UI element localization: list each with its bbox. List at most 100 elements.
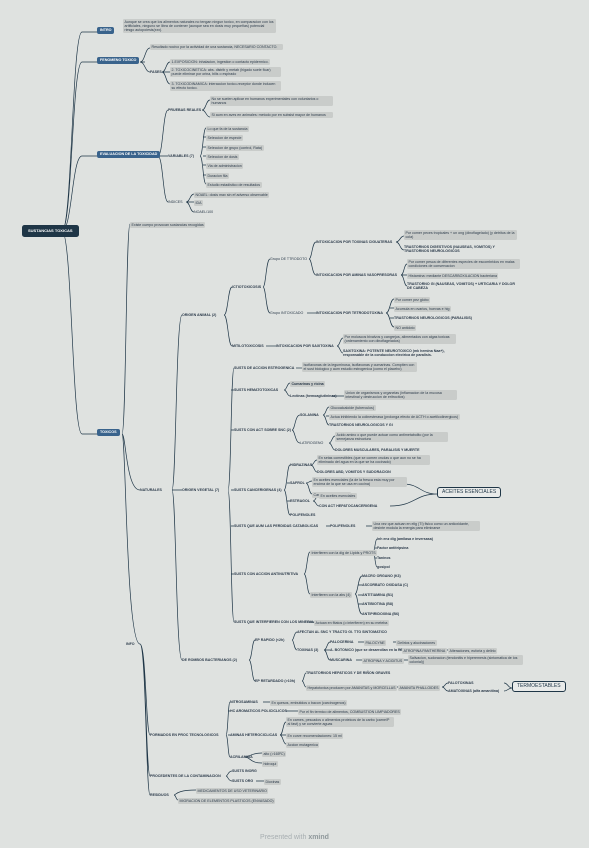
susts-org-text: Dioxinas	[264, 779, 281, 785]
botonico-text: ATROPINA PANTHERINA	[402, 648, 447, 654]
variable-3: Seleccion de grupo (control, Rata)	[206, 145, 264, 151]
variable-1: Lo que fa de la sustancia	[206, 126, 249, 132]
muscarina-node[interactable]: MUSCARINA	[330, 658, 352, 662]
acrilamida-node[interactable]: ACRILAMIDA	[230, 755, 253, 759]
latirogeno-item-2: DOLORES MUSCULARES, PARALISIS Y MUERTE	[335, 448, 420, 452]
prueba-1: No se suelen aplicar en humanos experime…	[210, 96, 333, 106]
botonico-node[interactable]: A. BOTONICO (que se desarrollan en la PR…	[330, 648, 420, 652]
solanina-item-3: TRASTORNOS NEUROLOGICOS Y GI	[329, 423, 393, 427]
solanina-item-1: Glucoalcaloide (tuberculos)	[329, 405, 376, 411]
retardado-label: TRASTORNOS HEPATICOS Y DE RIÑON GRAVES	[306, 671, 391, 675]
fenomeno-node[interactable]: FENOMENO TOXICO	[97, 57, 140, 65]
contaminacion-node[interactable]: PROCEDENTES DE LA CONTAMINACION	[150, 774, 221, 778]
palocerina-node[interactable]: PALOCERINA	[330, 640, 354, 644]
intro-node[interactable]: INTRO	[97, 27, 115, 35]
amanita-node[interactable]: AMANITA PHALLOIDES	[398, 685, 441, 691]
bacteriano-node[interactable]: DE ROMBOS BACTERIANOS (2)	[182, 658, 237, 662]
minerales-node[interactable]: SUSTS QUE INTERFIEREN CON LOS MINERALES	[234, 620, 320, 624]
tetro-item-4: NO antidoto	[394, 325, 417, 331]
estragol-node[interactable]: ESTRAGOL	[290, 499, 310, 503]
origen-animal-node[interactable]: ORIGEN ANIMAL (2)	[182, 313, 217, 317]
estrogenica-node[interactable]: SUSTS DE ACCION ESTROGENICA	[234, 366, 295, 370]
fase-3: 3. TOXICODINAMICA: interaccion toxico-re…	[170, 81, 281, 91]
aminas-vasopresoras-node[interactable]: INTOXICACION POR AMINAS VASOPRESORAS	[316, 273, 398, 277]
fase-2: 2. TOXICOCINETICA: abs. distrib y metab …	[170, 67, 281, 77]
toxinas-node[interactable]: TOXINAS (3)	[297, 648, 319, 652]
pruebas-node[interactable]: PRUEBAS REALES	[168, 108, 202, 112]
naturales-node[interactable]: NATURALES	[140, 488, 162, 492]
muscarina-text: ATROPINA Y ACIDITUS	[362, 658, 404, 664]
antinutri-abs[interactable]: Interfieren con la abs (4)	[310, 592, 352, 598]
antinutri-abs-2: ASCORBATO OXIDASA (C)	[362, 583, 409, 587]
toxinas-ciguateras-node[interactable]: INTOXICACION POR TOXINAS CIGUATERAS	[316, 240, 393, 244]
indice-2: IDA	[194, 200, 203, 206]
antinutri-dig[interactable]: Interfieren con la dig de Lipids y PROTS	[310, 550, 378, 556]
ciguatera-efectos: TRASTORNOS DIGESTIVOS (NAUSEAS, VOMITOS)…	[404, 245, 495, 254]
tetrodotoxina-node[interactable]: INTOXICACION POR TETRODOTOXINA	[316, 311, 383, 315]
footer: Presented with xmind	[0, 834, 589, 841]
amatoxinas: AMATOXINAS (alfa amanitina)	[448, 689, 500, 693]
hematotoxicas-node[interactable]: SUSTS HEMATOTOXICAS	[234, 388, 279, 392]
catabolicas-node[interactable]: SUSTS QUE AUM LAS PERDIDAS CATABOLICAS	[234, 524, 319, 528]
hidrazinas-node[interactable]: HIDRAZINAS	[290, 463, 313, 467]
aminas-causa: Por comer pesca de diferentes especies d…	[407, 259, 520, 269]
fases-node[interactable]: FASES	[150, 70, 162, 74]
variable-2: Seleccion de especie	[206, 135, 243, 141]
heterociclicas-node[interactable]: AMINAS HETEROCICLICAS	[230, 733, 278, 737]
palocerina-text: PALOCYNE	[364, 640, 387, 646]
indices-node[interactable]: INDICES	[168, 200, 183, 204]
evaluacion-node[interactable]: EVALUACION DE LA TOXICIDAD	[97, 151, 161, 159]
variables-node[interactable]: VARIABLES (7)	[168, 154, 194, 158]
root-node[interactable]: SUSTANCIAS TOXICAS	[22, 225, 79, 238]
safrol-item-1: En aceites esenciales (la de la fresca e…	[312, 477, 407, 487]
tetro-item-2: Acumula en ovarios, huevas e hig	[394, 306, 451, 312]
hemato-efecto: Union de organismos y organelas (inflama…	[344, 390, 457, 400]
latirogeno-node[interactable]: LATIROGENO	[300, 441, 324, 445]
safrol-node[interactable]: SAFROL	[290, 481, 305, 485]
aminas-histamina: Histamina: mediante DESCARBOXILACION bac…	[407, 273, 499, 279]
antinutri-dig-4: gosipol	[377, 565, 390, 569]
aminas-efectos: TRASTORNO GI (NAUSEAS, VOMITOS) + URTICA…	[407, 282, 515, 291]
termoestables-node[interactable]: TERMOESTABLES	[512, 681, 566, 692]
acrilamida-item-2: hidroqui	[262, 761, 278, 767]
ictiotoxicosis-node[interactable]: ICTIOTOXICOSIS	[232, 285, 262, 289]
antinutritiva-node[interactable]: SUSTS CON ACCION ANTINUTRITIVA	[234, 572, 299, 576]
saxitoxina-efectos: SAXITOXINA: POTENTE NEUROTOXICO (mk hemi…	[343, 349, 445, 358]
muscarina-efecto: Salivacion, sudoracion (tendonitis e hip…	[408, 655, 523, 665]
catabolicas-polifenoles[interactable]: POLIFENOLES	[330, 524, 356, 528]
fase-1: 1.EXPOSICION: inhalacion, ingestion o co…	[170, 59, 271, 65]
hc-aromaticos-node[interactable]: HC AROMATICOS POLICICLICOS	[230, 709, 287, 713]
susts-org-node[interactable]: SUSTS ORG	[232, 779, 254, 783]
saxitoxina-node[interactable]: INTOXICACION POR SAXITOXINA	[276, 344, 334, 348]
prueba-2: Si aum en aves en animales: metodo por e…	[210, 112, 333, 118]
catabolicas-text: Una vez que actuan en elig (TI) fisico c…	[372, 521, 480, 531]
susts-inorg-node[interactable]: SUSTS INORG	[232, 769, 257, 773]
indice-3: NOAEL/100	[194, 210, 214, 214]
indice-1: NOAEL: dosis max sin ef adverso observab…	[194, 192, 270, 198]
cancerigenas-node[interactable]: SUSTS CANCERIGENAS (4)	[234, 488, 282, 492]
hemato-lectinas: Lectinas (hemoaglutininas)	[290, 394, 337, 398]
hemato-cumarinas: Cumarinas y ricina	[290, 381, 326, 387]
estragol-item-2: CON ACT HEPATOCANCERIGENA	[319, 504, 378, 508]
antinutri-dig-2: Factor antitripsina	[377, 546, 409, 550]
toxicos-node[interactable]: TOXICOS	[97, 429, 120, 437]
solanina-node[interactable]: SOLANINA	[300, 413, 319, 417]
ciguatera-causa: Por comer peces tropicales + un ong (din…	[404, 230, 517, 240]
variable-6: Duracion fila	[206, 173, 229, 179]
aceites-esenciales-node[interactable]: ACEITES ESENCIALES	[437, 487, 502, 498]
footer-brand[interactable]: xmind	[308, 834, 329, 841]
residuos-node[interactable]: RESIDUOS	[150, 793, 169, 797]
heterociclicas-item-2: En curve recomendaciones: 15 ml	[286, 733, 344, 739]
grupo-intoxicado: Grupo INTOXICADO	[270, 311, 304, 315]
rapido-label: AFECTAN AL SNC Y TRACTO GI. TTO SINTOMAT…	[297, 630, 387, 634]
polifenoles-cancer-node[interactable]: POLIFENOLES	[290, 513, 316, 517]
origen-vegetal-node[interactable]: ORIGEN VEGETAL (7)	[182, 488, 220, 492]
antinutri-dig-1: Inh enz dig (amilasa e inversasa)	[377, 537, 433, 541]
nitrosaminas-node[interactable]: NITROSAMINAS	[230, 700, 258, 704]
latirogeno-item-1: Acido amino o que puede actuar como anti…	[335, 432, 448, 442]
ep-rapido-node[interactable]: EP RAPIDO (<2h)	[255, 638, 285, 642]
snc-node[interactable]: SUSTS CON ACT SOBRE SNC (2)	[234, 428, 291, 432]
formados-node[interactable]: FORMADOS EN PROC TECNOLOGICOS	[150, 733, 219, 737]
ep-retardado-node[interactable]: EP RETARDADO (>10h)	[255, 679, 296, 683]
mitilotoxicosis-node[interactable]: MITILOTOXICOSIS	[232, 344, 264, 348]
